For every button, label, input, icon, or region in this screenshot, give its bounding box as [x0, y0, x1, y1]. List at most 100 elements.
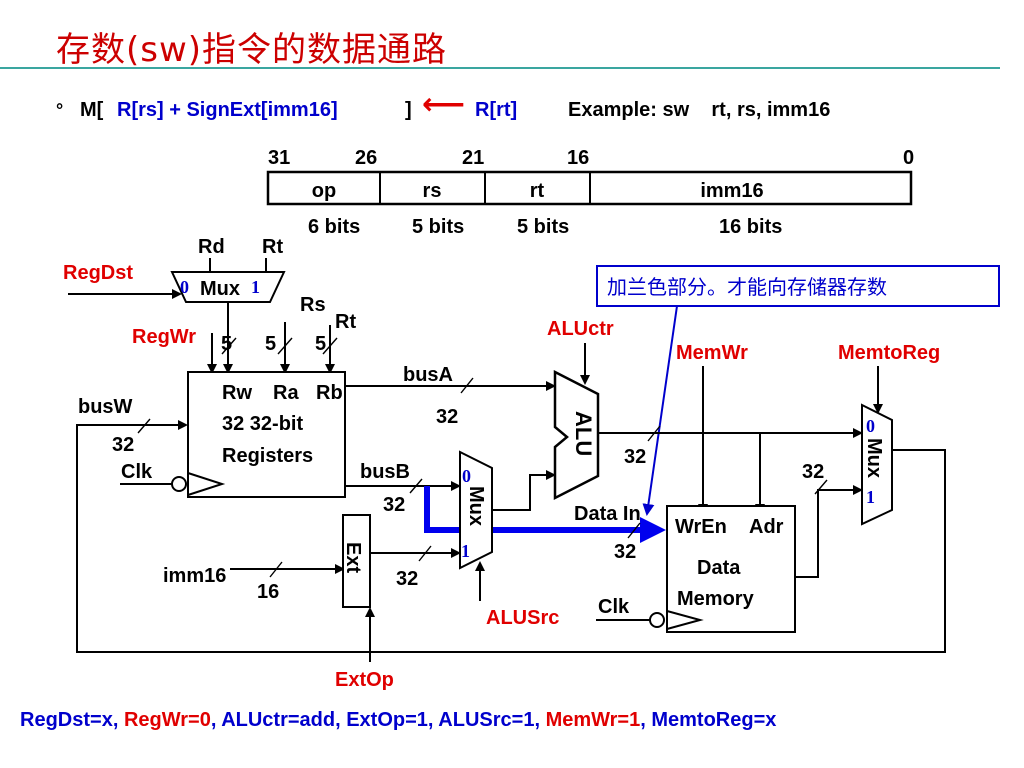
busw-label: busW	[78, 396, 133, 418]
rt-label: Rt	[262, 236, 283, 258]
reg-size-label: 32 32-bit	[222, 413, 303, 435]
busa: busA 32	[345, 364, 556, 428]
rd-label: Rd	[198, 236, 225, 258]
width-tick	[814, 479, 828, 495]
reg-rw-label: Rw	[222, 382, 252, 404]
bit-position: 0	[903, 147, 914, 169]
instruction-format: 31 26 21 16 0 op rs rt imm16 6 bits 5 bi…	[266, 147, 914, 238]
alusrc-mux: 0 Mux 1 ALUSrc	[459, 450, 559, 629]
signal-memwr: MemWr=1	[546, 709, 641, 731]
out-mux-input-0: 0	[866, 416, 875, 436]
register-file-box	[187, 371, 346, 498]
output-mux-shape	[861, 403, 893, 526]
rs-label: Rs	[300, 294, 326, 316]
ext-label: Ext	[342, 542, 364, 573]
mux-input-0: 0	[180, 277, 189, 297]
width-tick	[409, 478, 423, 494]
rtl-description: ° M[ R[rs] + SignExt[imm16] ] ⟵ R[rt] Ex…	[56, 88, 830, 121]
width-tick	[647, 425, 661, 442]
alu: ALU ALUctr 32	[547, 318, 863, 514]
signal-memtoreg: , MemtoReg=x	[640, 709, 776, 731]
field-width: 5 bits	[517, 216, 569, 238]
clk-mem-triangle-icon	[666, 610, 704, 630]
data-memory: MemWr WrEn Adr Data Memory Data In 32 Cl…	[574, 342, 863, 633]
store-data-arrowhead	[640, 517, 666, 543]
control-signal-summary: RegDst=x, RegWr=0, ALUctr=add, ExtOp=1, …	[20, 709, 776, 731]
rtl-source: R[rt]	[475, 99, 517, 121]
assign-arrow-icon: ⟵	[422, 88, 465, 121]
bit-position: 26	[355, 147, 377, 169]
alusrc-out-wire	[492, 470, 556, 511]
signal-separator: ,	[113, 709, 124, 731]
bit-position: 21	[462, 147, 484, 169]
rtl-close-bracket: ]	[405, 99, 412, 121]
busa-width: 32	[436, 406, 458, 428]
busa-label: busA	[403, 364, 453, 386]
callout-text: 加兰色部分。才能向存储器存数	[607, 275, 887, 299]
regwr-label: RegWr	[132, 326, 196, 348]
callout: 加兰色部分。才能向存储器存数	[596, 265, 1000, 516]
clk-mem-label: Clk	[598, 596, 630, 618]
field-width: 16 bits	[719, 216, 782, 238]
width-tick	[460, 377, 474, 394]
writeback-loop	[76, 420, 946, 653]
data-memory-box	[666, 505, 796, 633]
clk-bubble-icon	[171, 476, 187, 492]
clk-mem-bubble-icon	[649, 612, 665, 628]
signal-regdst: RegDst=x	[20, 709, 113, 731]
width-5: 5	[265, 333, 276, 355]
bit-position: 16	[567, 147, 589, 169]
mux-label: Mux	[200, 278, 240, 300]
width-5: 5	[221, 333, 232, 355]
imm16-width: 16	[257, 581, 279, 603]
alusrc-mux-label: Mux	[465, 486, 487, 526]
out-mux-input-1: 1	[866, 487, 875, 507]
busw-feedback-wire	[76, 420, 946, 653]
mem-wren-label: WrEn	[675, 516, 727, 538]
busw-width: 32	[112, 434, 134, 456]
rtl-prefix: M[	[80, 99, 104, 121]
width-tick	[269, 561, 283, 578]
busb: busB 32	[345, 461, 461, 516]
memtoreg-mux: MemtoReg 0 Mux 1	[838, 342, 940, 526]
width-tick	[277, 337, 293, 355]
field-op: op	[312, 180, 336, 202]
mem-data-label: Data	[697, 557, 741, 579]
clk-triangle-icon	[187, 472, 226, 496]
callout-box	[596, 265, 1000, 307]
register-file: Rw Ra Rb 32 32-bit Registers Clk busW 32	[78, 371, 346, 498]
mem-out-wire	[795, 485, 863, 578]
width-tick	[322, 337, 338, 355]
memtoreg-label: MemtoReg	[838, 342, 940, 364]
width-tick	[221, 337, 237, 355]
busb-label: busB	[360, 461, 410, 483]
out-mux-label: Mux	[863, 438, 885, 478]
mem-adr-label: Adr	[749, 516, 784, 538]
width-tick	[627, 522, 641, 539]
busb-width: 32	[383, 494, 405, 516]
rt-mid-label: Rt	[335, 311, 356, 333]
imm16-label: imm16	[163, 565, 226, 587]
alu-shape	[553, 369, 600, 501]
regdst-mux: Rd Rt 0 Mux 1 RegDst	[63, 236, 286, 374]
mem-out-width: 32	[802, 461, 824, 483]
aluctr-label: ALUctr	[547, 318, 614, 340]
alu-out-width: 32	[624, 446, 646, 468]
highlighted-store-path	[424, 486, 666, 543]
callout-pointer	[642, 305, 678, 516]
register-inputs: Rs Rt RegWr 5 5 5	[132, 294, 356, 374]
field-width: 6 bits	[308, 216, 360, 238]
regdst-label: RegDst	[63, 262, 133, 284]
rtl-address-expression: R[rs] + SignExt[imm16]	[117, 99, 338, 121]
alusrc-mux-input-1: 1	[461, 541, 470, 561]
mux-input-1: 1	[251, 277, 260, 297]
reg-ra-label: Ra	[273, 382, 299, 404]
reg-rb-label: Rb	[316, 382, 343, 404]
rtl-example: Example: sw rt, rs, imm16	[568, 99, 830, 121]
title-divider	[0, 67, 1000, 69]
page-title: 存数(sw)指令的数据通路	[56, 30, 448, 70]
width-5: 5	[315, 333, 326, 355]
signal-regwr: RegWr=0	[124, 709, 211, 731]
clk-reg-label: Clk	[121, 461, 153, 483]
